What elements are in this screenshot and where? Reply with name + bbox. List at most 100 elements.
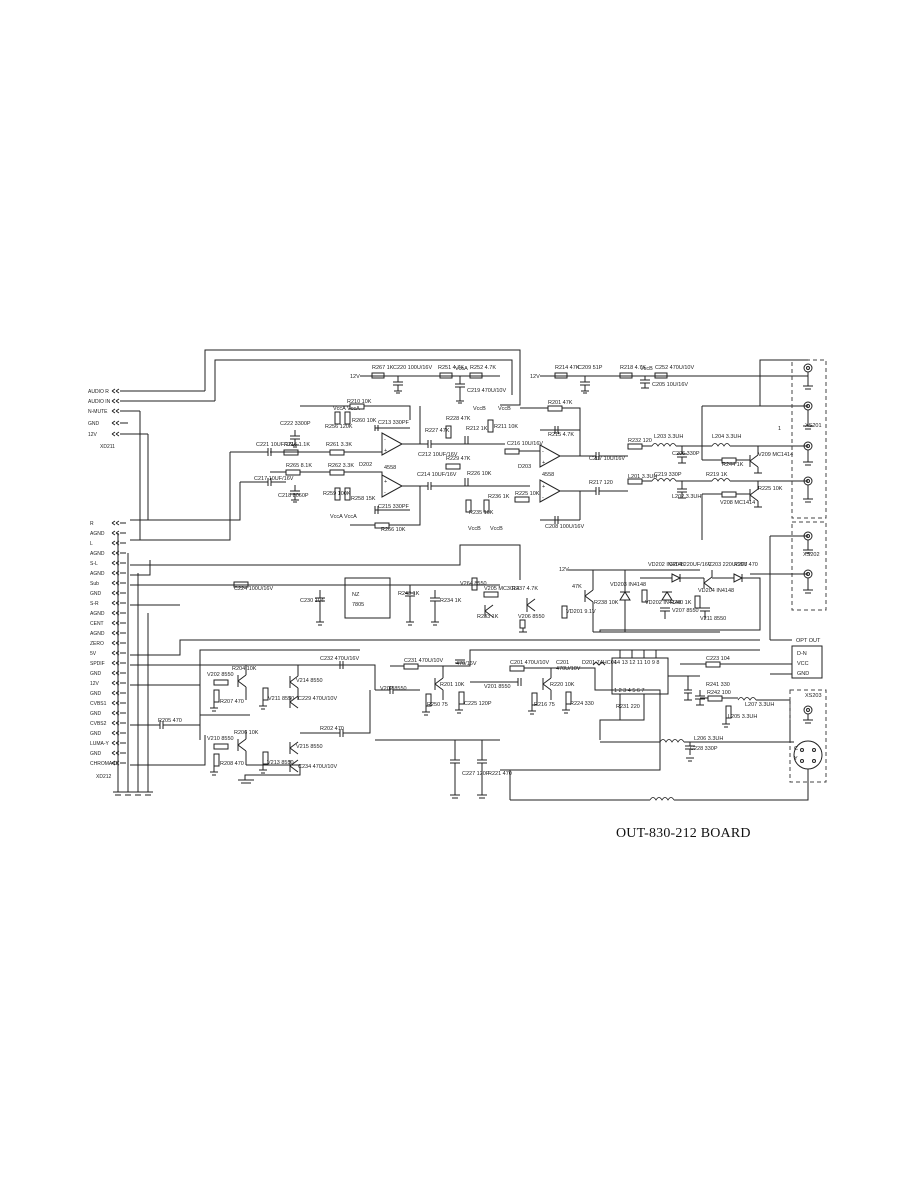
pin-label: GND <box>90 731 102 737</box>
component-label: L206 3.3UH <box>694 736 723 742</box>
component-label: R250 75 <box>427 702 448 708</box>
pin-arrow <box>111 530 126 536</box>
svg-text:12V: 12V <box>350 374 360 380</box>
component-label: R218 4.7K <box>620 365 646 371</box>
component-label: R202 470 <box>320 726 344 732</box>
component-label: R204 10K <box>232 666 257 672</box>
component-label: R261 3.3K <box>326 442 352 448</box>
component-label: C221 10UF/16V <box>256 442 296 448</box>
component-label: C230 104 <box>300 598 324 604</box>
pin-arrow <box>111 590 126 596</box>
component-label: V205 MC3014 <box>484 586 519 592</box>
component-label: C225 120P <box>464 701 492 707</box>
audio-stage: 12V R267 1K C220 100U/16V R251 4.7K R252… <box>130 349 808 541</box>
component-label: C232 470U/16V <box>320 656 359 662</box>
video-section: V202 8550 R204 10K R207 470 V211 8550 V2… <box>130 639 809 801</box>
pin-arrow <box>111 660 126 666</box>
pin-label: AUDIO IN <box>88 399 111 405</box>
component-label: R224 330 <box>570 701 594 707</box>
component-label: V209 MC1414 <box>758 452 793 458</box>
component-label: VD204 IN4148 <box>698 588 734 594</box>
connector-name: XD211 <box>100 444 115 450</box>
component-label: R234 1K <box>440 598 462 604</box>
component-label: C209 51P <box>578 365 603 371</box>
component-label: C218 8060P <box>278 493 309 499</box>
component-label: C219 330P <box>654 472 682 478</box>
mute-power-section: C224 100U/16V C230 104 NZ 7805 R243 1K R… <box>130 544 761 633</box>
pin-arrow <box>111 580 126 586</box>
svg-text:1 2 3 4 5 6 7: 1 2 3 4 5 6 7 <box>614 688 645 694</box>
pin-label: 5V <box>90 651 97 657</box>
component-label: L203 3.3UH <box>654 434 683 440</box>
component-label: R205 470 <box>158 718 182 724</box>
component-label: V210 8550 <box>207 736 234 742</box>
component-label: 4558 <box>384 465 396 471</box>
svg-text:+: + <box>384 448 387 454</box>
component-label: C207 10U/16V <box>589 456 625 462</box>
component-label: C222 3300P <box>280 421 311 427</box>
component-label: C227 120P <box>462 771 490 777</box>
component-label: R201 10K <box>440 682 465 688</box>
pin-label: LUMA-Y <box>90 741 110 747</box>
component-label: C215 330PF <box>378 504 410 510</box>
connector-xd212: R AGND L AGND S-L AGND Sub GND S-R AGND … <box>90 520 153 796</box>
pin-label: AGND <box>90 551 105 557</box>
component-label: R258 15K <box>351 496 376 502</box>
component-label: C219 470U/10V <box>467 388 506 394</box>
pin-arrow <box>111 670 126 676</box>
pin-label: GND <box>88 421 100 427</box>
component-label: XS203 <box>805 693 822 699</box>
component-label: R228 47K <box>446 416 471 422</box>
component-label: R262 3.3K <box>328 463 354 469</box>
component-label: C231 470U/10V <box>404 658 443 664</box>
pin-arrow <box>111 620 126 626</box>
svg-text:C201: C201 <box>556 660 569 666</box>
component-label: 4558 <box>542 472 554 478</box>
svg-text:1: 1 <box>778 426 781 432</box>
component-label: VD201 9.1V <box>566 609 596 615</box>
svg-text:-: - <box>542 449 544 455</box>
component-label: R256 120K <box>325 424 353 430</box>
pin-arrow <box>111 690 126 696</box>
pin-arrow <box>111 600 126 606</box>
component-label: R266 10K <box>381 527 406 533</box>
component-label: R225 10K <box>758 486 783 492</box>
component-label: R231 220 <box>616 704 640 710</box>
component-label: C220 100U/16V <box>393 365 432 371</box>
component-label: R233 1K <box>477 614 499 620</box>
component-label: R208 470 <box>220 761 244 767</box>
component-label: R219 1K <box>706 472 728 478</box>
svg-text:-: - <box>542 495 544 501</box>
svg-text:12V: 12V <box>559 567 569 573</box>
svg-text:VccA: VccA <box>455 366 468 372</box>
component-label: R242 100 <box>707 690 731 696</box>
pin-arrow <box>111 680 126 686</box>
pin-arrow <box>111 570 126 576</box>
component-label: R207 470 <box>220 699 244 705</box>
pin-label: ZERO <box>90 641 104 647</box>
pin-arrow <box>111 520 126 526</box>
component-label: R229 47K <box>446 456 471 462</box>
component-label: R235 10K <box>469 510 494 516</box>
pin-label: AGND <box>90 531 105 537</box>
component-label: R203 470 <box>734 562 758 568</box>
pin-label: D-N <box>797 651 807 657</box>
component-label: V201 8550 <box>484 684 511 690</box>
component-label: C234 470U/10V <box>298 764 337 770</box>
component-label: V211 8550 <box>268 696 294 702</box>
svg-text:VccB: VccB <box>468 526 481 532</box>
component-label: OPT OUT <box>796 638 821 644</box>
svg-text:Y: Y <box>794 756 798 762</box>
pin-label: GND <box>90 711 102 717</box>
pin-arrow <box>111 550 126 556</box>
component-label: V214 8550 <box>296 678 323 684</box>
component-label: C229 470U/10V <box>298 696 337 702</box>
svg-text:VccA: VccA <box>330 514 343 520</box>
component-label: R215 4.7K <box>548 432 574 438</box>
component-label: R226 10K <box>467 471 492 477</box>
svg-text:12V: 12V <box>530 374 540 380</box>
component-label: R241 330 <box>706 682 730 688</box>
svg-text:VccB: VccB <box>490 526 503 532</box>
component-label: V264 8550 <box>460 581 487 587</box>
component-label: V202 8550 <box>207 672 234 678</box>
